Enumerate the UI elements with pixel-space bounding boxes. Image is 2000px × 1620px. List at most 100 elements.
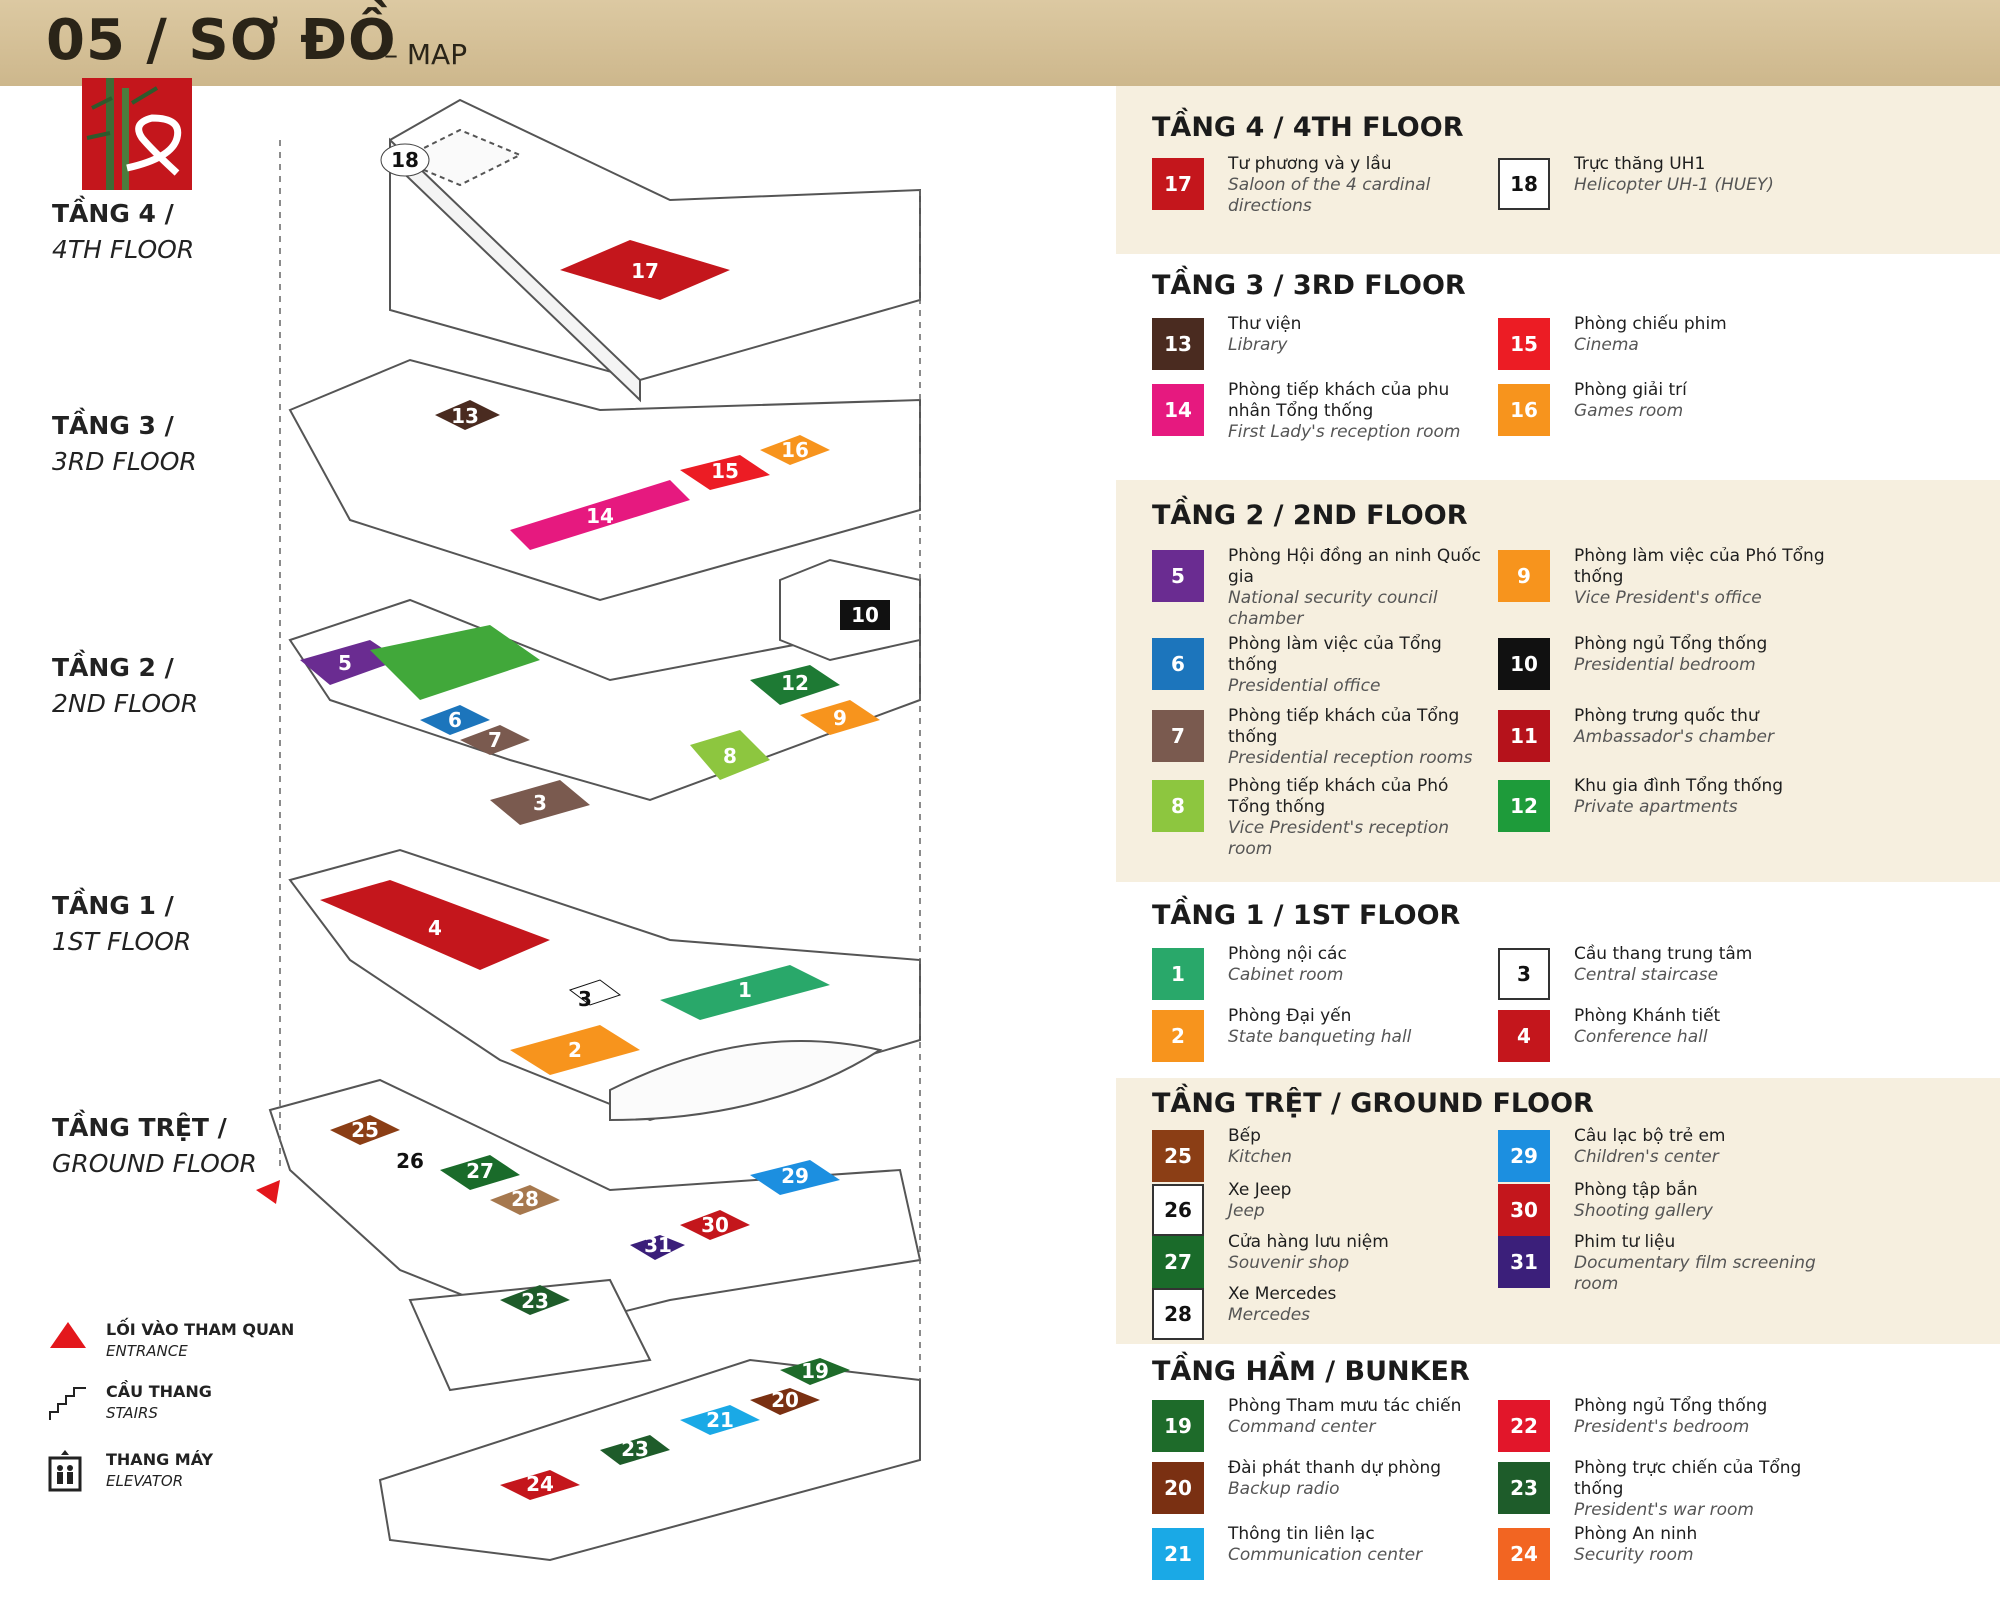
room-number-swatch: 12 (1498, 780, 1550, 832)
room-name-vi: Phim tư liệu (1574, 1232, 1676, 1252)
room-name-vi: Phòng làm việc của Tổng thống (1228, 634, 1442, 675)
band-bunker (1116, 1344, 2000, 1620)
room-name-vi: Phòng chiếu phim (1574, 314, 1727, 334)
room-name-vi: Đài phát thanh dự phòng (1228, 1458, 1442, 1478)
room-name-en: Vice President's reception room (1228, 818, 1450, 859)
room-number-swatch: 1 (1152, 948, 1204, 1000)
room-number-swatch: 23 (1498, 1462, 1550, 1514)
room-number-swatch: 19 (1152, 1400, 1204, 1452)
marker-20: 20 (771, 1388, 799, 1412)
section-title: TẦNG 1 / 1ST FLOOR (1152, 900, 1461, 931)
room-number-swatch: 11 (1498, 710, 1550, 762)
room-name-en: State banqueting hall (1228, 1027, 1412, 1047)
room-name-en: Presidential bedroom (1574, 655, 1756, 675)
room-name-vi: Cửa hàng lưu niệm (1228, 1232, 1389, 1252)
room-name-vi: Câu lạc bộ trẻ em (1574, 1126, 1726, 1146)
room-name-en: Mercedes (1228, 1305, 1311, 1325)
room-number-swatch: 27 (1152, 1236, 1204, 1288)
room-name-en: Private apartments (1574, 797, 1738, 817)
marker-15: 15 (711, 459, 739, 483)
isometric-floor-map: 18 17 13 16 15 14 10 5 12 6 9 7 8 3 4 3 … (256, 98, 922, 1562)
room-name-en: Presidential reception rooms (1228, 748, 1473, 768)
room-name-vi: Bếp (1228, 1126, 1261, 1146)
room-number-swatch: 26 (1152, 1184, 1204, 1236)
room-name-en: Library (1228, 335, 1288, 355)
room-number-swatch: 16 (1498, 384, 1550, 436)
marker-23-ground: 23 (521, 1289, 549, 1313)
room-name-vi: Xe Jeep (1228, 1180, 1292, 1200)
marker-6: 6 (448, 708, 462, 732)
room-number-swatch: 28 (1152, 1288, 1204, 1340)
room-number-swatch: 3 (1498, 948, 1550, 1000)
room-name-vi: Trực thăng UH1 (1574, 154, 1706, 174)
room-name-en: Games room (1574, 401, 1684, 421)
room-number-swatch: 7 (1152, 710, 1204, 762)
marker-24: 24 (526, 1472, 554, 1496)
marker-17: 17 (631, 259, 659, 283)
room-number-swatch: 18 (1498, 158, 1550, 210)
section-title: TẦNG TRỆT / GROUND FLOOR (1152, 1088, 1594, 1119)
marker-30: 30 (701, 1213, 729, 1237)
page-title: 05 / SƠ ĐỒ (46, 8, 397, 73)
room-number-swatch: 30 (1498, 1184, 1550, 1236)
marker-1: 1 (738, 978, 752, 1002)
room-number-swatch: 5 (1152, 550, 1204, 602)
band-floor-2 (1116, 480, 2000, 882)
room-number-swatch: 14 (1152, 384, 1204, 436)
room-name-en: Presidential office (1228, 676, 1381, 696)
room-name-en: Helicopter UH-1 (HUEY) (1574, 175, 1774, 195)
marker-21: 21 (706, 1408, 734, 1432)
marker-4: 4 (428, 916, 442, 940)
marker-3: 3 (578, 987, 592, 1011)
room-name-vi: Phòng Khánh tiết (1574, 1006, 1721, 1026)
room-name-vi: Phòng làm việc của Phó Tổng thống (1574, 546, 1825, 587)
marker-23: 23 (621, 1437, 649, 1461)
room-number-swatch: 2 (1152, 1010, 1204, 1062)
room-number-swatch: 8 (1152, 780, 1204, 832)
room-name-en: Shooting gallery (1574, 1201, 1713, 1221)
room-name-en: Security room (1574, 1545, 1694, 1565)
bamboo-logo-icon (86, 78, 182, 190)
marker-16: 16 (781, 438, 809, 462)
room-number-swatch: 22 (1498, 1400, 1550, 1452)
room-number-swatch: 17 (1152, 158, 1204, 210)
floor-label-1: TẦNG 1 /1ST FLOOR (52, 891, 192, 956)
room-number-swatch: 25 (1152, 1130, 1204, 1182)
elevator-icon (48, 1450, 82, 1492)
room-name-vi: Phòng trưng quốc thư (1574, 706, 1759, 726)
section-title: TẦNG 3 / 3RD FLOOR (1152, 270, 1466, 301)
room-number-swatch: 13 (1152, 318, 1204, 370)
room-number-swatch: 10 (1498, 638, 1550, 690)
room-name-en: Conference hall (1574, 1027, 1708, 1047)
room-name-en: Kitchen (1228, 1147, 1292, 1167)
room-name-vi: Phòng nội các (1228, 944, 1347, 964)
room-name-vi: Phòng tập bắn (1574, 1180, 1698, 1200)
room-number-swatch: 29 (1498, 1130, 1550, 1182)
room-name-en: President's bedroom (1574, 1417, 1750, 1437)
room-name-vi: Xe Mercedes (1228, 1284, 1337, 1304)
band-floor-1 (1116, 882, 2000, 1078)
floor-label-3: TẦNG 3 /3RD FLOOR (52, 411, 197, 476)
header-bar: 05 / SƠ ĐỒ – MAP (0, 0, 2000, 86)
marker-5: 5 (338, 651, 352, 675)
room-number-swatch: 21 (1152, 1528, 1204, 1580)
room-name-en: Children's center (1574, 1147, 1719, 1167)
room-name-en: Saloon of the 4 cardinal directions (1228, 175, 1431, 216)
room-name-en: Ambassador's chamber (1574, 727, 1774, 747)
